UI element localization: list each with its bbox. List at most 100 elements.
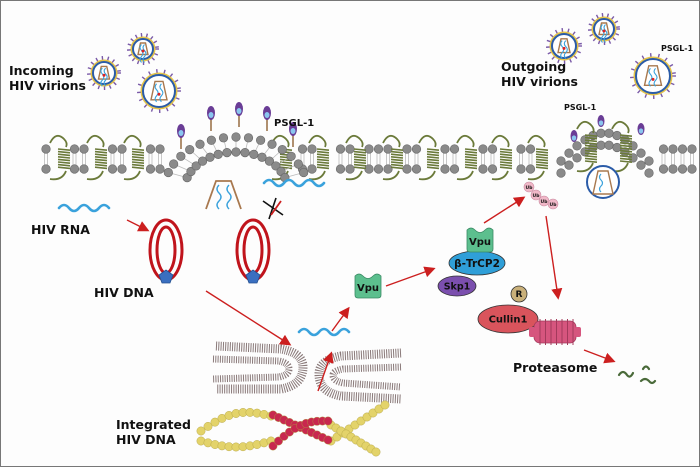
lipid-head [478, 164, 488, 174]
psgl1-helix [619, 157, 633, 161]
psgl1-helix [619, 142, 633, 145]
psgl1-protein [527, 134, 549, 181]
psgl1-loop [576, 120, 595, 134]
virion-envelope [92, 61, 116, 85]
lipid-head [243, 133, 254, 143]
psgl1-tail [123, 170, 141, 181]
gp-core [598, 120, 604, 126]
lipid-head [69, 164, 80, 174]
lipid-head [487, 144, 498, 154]
integrated-chromatin [196, 400, 390, 457]
viral-rna [216, 184, 222, 210]
psgl1-helix [57, 148, 71, 151]
budding-lipid [564, 148, 574, 170]
ubiquitin-circle [523, 181, 535, 193]
psgl1-helix [619, 147, 633, 150]
lipid-pair [411, 144, 422, 174]
lipid-pair [383, 144, 393, 174]
lipid-pair [155, 144, 165, 174]
psgl1-helix [426, 158, 440, 162]
skp1-shape [437, 275, 477, 297]
lipid-pair [373, 144, 384, 174]
psgl1-protein [382, 134, 404, 181]
virion-lipid [140, 72, 178, 110]
psgl1-protein [456, 134, 478, 181]
capsid [150, 80, 168, 101]
vpu-shape [354, 273, 382, 299]
lipid-pair [69, 144, 80, 174]
lipid-head [636, 148, 646, 158]
psgl1-helix [131, 148, 145, 151]
lipid-head [107, 164, 118, 174]
fusion-lipid [231, 132, 241, 157]
lipid-head [185, 145, 195, 155]
lipid-head [218, 133, 229, 143]
psgl1-loop [456, 134, 475, 148]
lipid-head [556, 168, 566, 178]
psgl1-helix [353, 150, 367, 154]
lipid-head [69, 144, 80, 154]
psgl1-helix [499, 153, 513, 157]
lipid-head [213, 149, 223, 159]
psgl1-helix [316, 163, 330, 167]
lipid-head [231, 147, 241, 157]
lipid-head [169, 159, 179, 169]
lipid-head [307, 164, 317, 174]
nuclear-membrane [314, 348, 402, 404]
psgl1-helix [94, 156, 108, 159]
lipid-pair [658, 144, 669, 174]
psgl1-tail [491, 170, 509, 181]
lipid-head [572, 153, 582, 163]
psgl1-helix [316, 156, 330, 159]
psgl1-tail [49, 170, 67, 181]
viral-rna [139, 44, 144, 63]
viral-rna [648, 67, 653, 87]
virion-envelope [635, 58, 671, 94]
viral-rna [600, 24, 605, 43]
psgl1-helix [499, 166, 513, 170]
proteasome-cap [529, 327, 535, 337]
lipid-head [297, 144, 308, 154]
psgl1-helix [94, 150, 108, 154]
psgl1-helix [464, 163, 478, 167]
lipid-head [299, 167, 309, 178]
psgl1-helix [535, 166, 549, 170]
psgl1-helix [619, 136, 633, 140]
viral-dna-bead [323, 416, 333, 426]
lipid-head [145, 144, 156, 154]
lipid-head [687, 144, 697, 154]
viral-rna [100, 67, 105, 87]
psgl1-helix [390, 161, 404, 164]
lipid-head [155, 144, 165, 154]
psgl1-tail [382, 170, 400, 181]
integrase-pentagon [245, 269, 261, 284]
viral-rna [142, 44, 147, 63]
lipid-head [440, 144, 450, 154]
psgl1-loop [491, 134, 510, 148]
envelope-glycoprotein [235, 102, 243, 127]
skp1: Skp1 [437, 275, 477, 297]
psgl1-helix [57, 158, 71, 162]
budding-virion [586, 165, 620, 199]
psgl1-loop [308, 134, 327, 148]
dna-inner [242, 225, 264, 275]
virion-lipid [633, 56, 673, 96]
psgl1-helix [57, 150, 71, 154]
envelope-glycoprotein [637, 123, 645, 135]
rbx1-shape [510, 285, 528, 303]
virion-lipid [549, 31, 579, 61]
gp-core [264, 112, 270, 118]
viral-rna [563, 40, 568, 59]
psgl1-helix [57, 156, 71, 159]
psgl1-helix [426, 156, 440, 159]
lipid-head [373, 164, 384, 174]
budding-lipid [636, 148, 646, 170]
proteasome-cap [575, 327, 581, 337]
viral-rna [653, 67, 658, 87]
psgl1-helix [94, 148, 108, 151]
psgl1-helix [464, 153, 478, 157]
fusion-lipid [257, 139, 277, 162]
hiv-dna-loop-1 [148, 218, 184, 284]
